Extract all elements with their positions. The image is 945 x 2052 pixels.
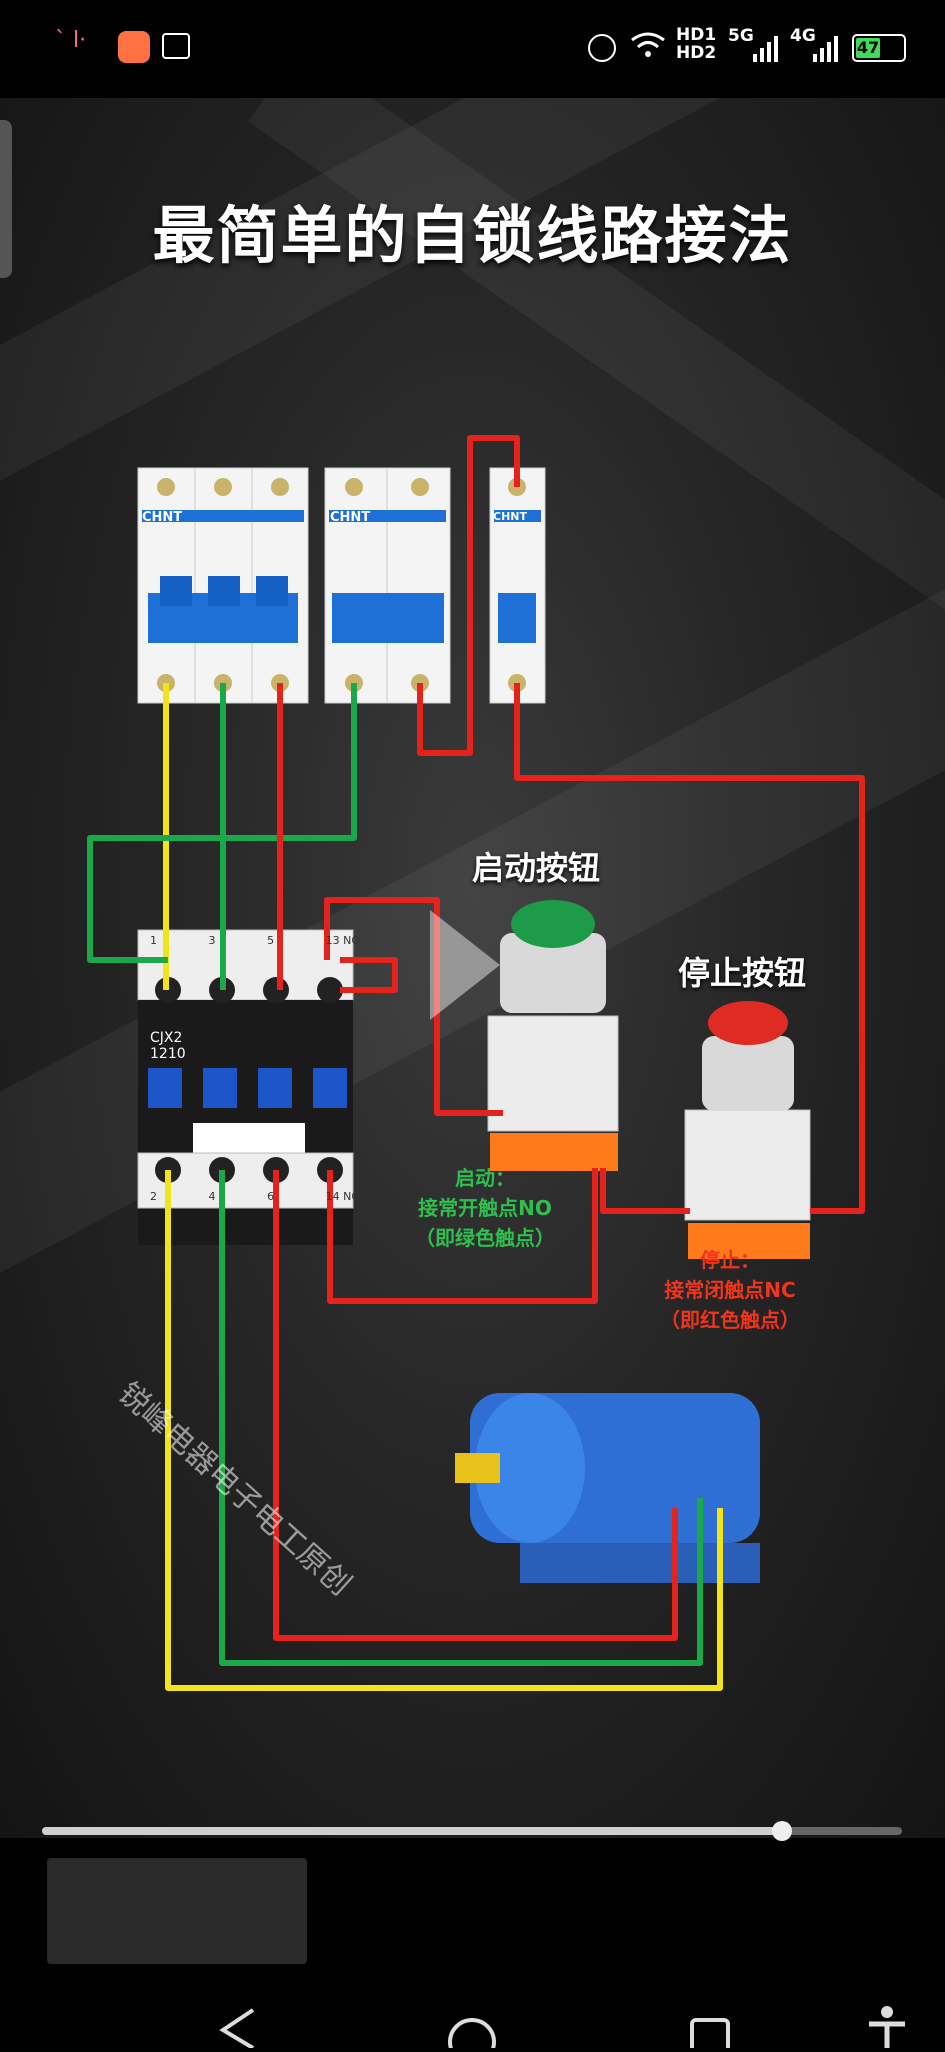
navigation-bar xyxy=(0,1990,945,2052)
terminal-label: 1 xyxy=(150,934,157,947)
terminal-label: 14 NO xyxy=(325,1190,360,1203)
home-icon xyxy=(448,2018,496,2052)
terminal-label: 4 xyxy=(208,1190,216,1203)
start-note-line2: 接常开触点NO xyxy=(418,1196,552,1220)
wifi-icon xyxy=(630,30,666,60)
status-bar: ˋ l· HD1 HD2 5G 4G 47 xyxy=(0,0,945,98)
start-note-line1: 启动： xyxy=(455,1166,515,1190)
accessibility-button[interactable] xyxy=(865,1990,925,2048)
network-4g-label: 4G xyxy=(790,26,816,46)
stop-note-line3: （即红色触点） xyxy=(660,1308,800,1332)
terminal-label: 2 xyxy=(150,1190,157,1203)
nav-back-button[interactable] xyxy=(205,1990,265,2050)
add-circle-icon xyxy=(588,34,616,62)
left-edge-tab[interactable] xyxy=(0,120,12,278)
terminal-label: 5 xyxy=(267,934,275,947)
play-icon xyxy=(430,910,500,1020)
signal-icon-2 xyxy=(812,34,838,66)
gallery-icon xyxy=(162,33,190,59)
back-icon xyxy=(219,2008,255,2050)
network-hd-label: HD1 HD2 xyxy=(676,25,717,63)
battery-icon: 47 xyxy=(852,34,906,62)
signal-icon-1 xyxy=(752,34,778,66)
diagram-title: 最简单的自锁线路接法 xyxy=(152,199,793,272)
three-pole-breaker xyxy=(137,467,309,704)
network-5g-label: 5G xyxy=(728,26,754,46)
motor xyxy=(455,1393,760,1583)
stop-note-line2: 接常闭触点NC xyxy=(664,1278,796,1302)
breaker-brand-2: CHNT xyxy=(330,510,371,525)
stop-note-line1: 停止： xyxy=(700,1248,760,1272)
recents-icon xyxy=(690,2018,730,2052)
stop-button-label: 停止按钮 xyxy=(678,954,807,992)
terminal-label: 3 xyxy=(208,934,216,947)
progress-fill xyxy=(42,1827,782,1835)
terminal-label: 6 xyxy=(267,1190,275,1203)
battery-level: 47 xyxy=(856,38,880,58)
start-note: 启动： 接常开触点NO （即绿色触点） xyxy=(380,1163,590,1253)
two-pole-breaker xyxy=(324,467,451,704)
nav-recents-button[interactable] xyxy=(680,1990,740,2052)
nav-home-button[interactable] xyxy=(442,1990,502,2052)
preview-thumbnail[interactable] xyxy=(47,1858,307,1964)
progress-knob[interactable] xyxy=(771,1821,792,1841)
contactor-bottom-terminals: 2 4 6 14 NO xyxy=(150,1190,360,1203)
wiring-diagram xyxy=(87,435,865,1691)
stop-note: 停止： 接常闭触点NC （即红色触点） xyxy=(625,1245,835,1335)
app-icon-emoji xyxy=(118,31,150,63)
status-left-text: ˋ l· xyxy=(55,28,87,53)
start-push-button xyxy=(487,900,619,1171)
play-button[interactable] xyxy=(425,905,505,1025)
video-progress-bar[interactable] xyxy=(42,1821,902,1841)
contactor-model-label: CJX2 1210 xyxy=(150,1030,186,1062)
contactor xyxy=(137,929,354,1245)
accessibility-icon xyxy=(869,2006,905,2048)
contactor-top-terminals: 1 3 5 13 NO xyxy=(150,934,360,947)
stop-push-button xyxy=(684,1001,811,1259)
start-button-label: 启动按钮 xyxy=(472,849,601,887)
terminal-label: 13 NO xyxy=(325,934,360,947)
breaker-brand-3: CHNT xyxy=(493,510,527,523)
start-note-line3: （即绿色触点） xyxy=(415,1226,555,1250)
breaker-brand-1: CHNT xyxy=(142,510,183,525)
one-pole-breaker xyxy=(489,467,546,704)
